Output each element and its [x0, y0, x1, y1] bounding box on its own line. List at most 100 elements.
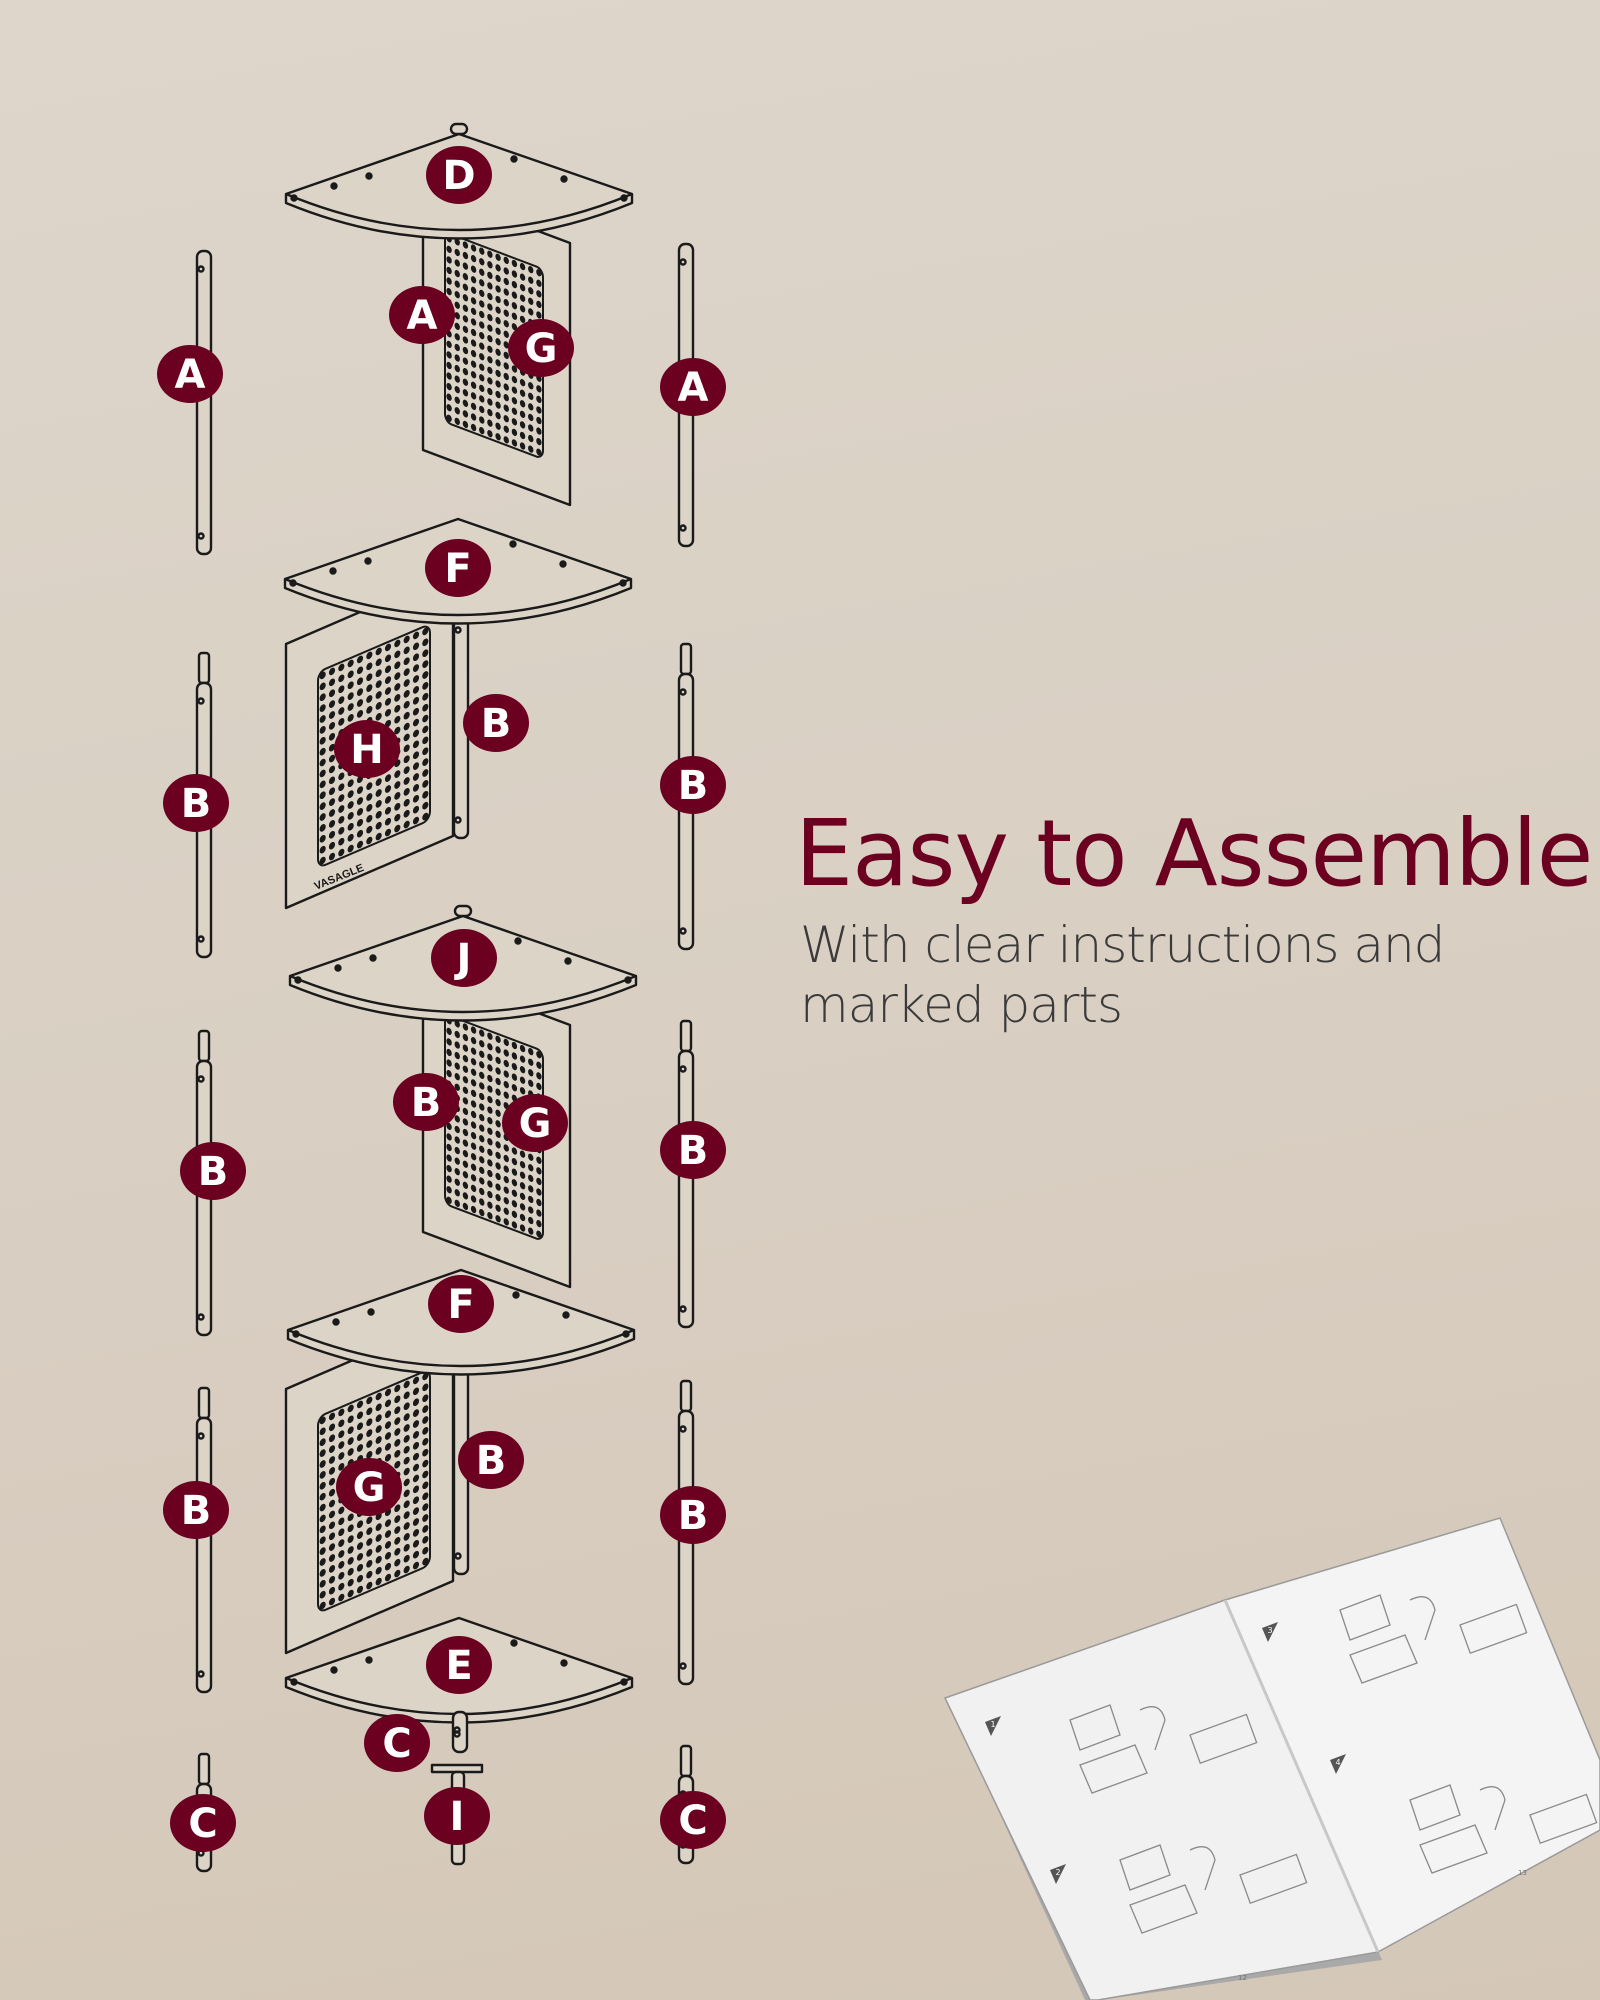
label-badge: [163, 774, 229, 832]
part-label-pole-b-left-2: B: [180, 1142, 246, 1200]
label-badge: [426, 146, 492, 204]
part-label-pole-a-mid: A: [389, 286, 455, 344]
step-number: 2: [1055, 1868, 1060, 1877]
label-letter: A: [407, 293, 438, 339]
label-letter: B: [476, 1438, 507, 1484]
label-letter: C: [382, 1721, 411, 1767]
step-marker: [1050, 1864, 1066, 1884]
label-letter: B: [678, 1128, 709, 1174]
booklet-spine: [1223, 1599, 1380, 1953]
label-letter: C: [678, 1798, 707, 1844]
label-badge: [431, 929, 497, 987]
label-badge: [463, 694, 529, 752]
booklet-step-4: 4: [1330, 1754, 1346, 1774]
step-number: 4: [1335, 1758, 1340, 1767]
label-letter: F: [447, 1282, 474, 1328]
part-label-pole-a-left: A: [157, 345, 223, 403]
pole-c-mid: [451, 1710, 469, 1754]
label-badge: [334, 720, 400, 778]
label-letter: B: [678, 763, 709, 809]
label-badge: [428, 1275, 494, 1333]
label-badge: [660, 756, 726, 814]
label-letter: H: [350, 727, 383, 773]
label-letter: G: [525, 326, 558, 372]
part-label-top-shelf: D: [426, 146, 492, 204]
part-label-pole-b-mid-3: B: [458, 1431, 524, 1489]
part-label-foot-i: I: [424, 1787, 490, 1845]
step-marker: [985, 1716, 1001, 1736]
perforation-grid: [318, 624, 430, 868]
label-badge: [389, 286, 455, 344]
label-badge: [424, 1787, 490, 1845]
label-letter: D: [442, 153, 475, 199]
label-letter: E: [445, 1643, 472, 1689]
label-letter: J: [454, 936, 472, 982]
perforation-grid: [318, 1369, 430, 1613]
label-badge: [660, 1121, 726, 1179]
part-label-pole-c-mid: C: [364, 1714, 430, 1772]
label-letter: I: [450, 1794, 465, 1840]
label-letter: G: [519, 1101, 552, 1147]
booklet-illustrations: [1069, 1594, 1598, 1934]
pole-right-3: [677, 1019, 695, 1329]
step-number: 1: [990, 1720, 995, 1729]
booklet-step-2: 2: [1050, 1864, 1066, 1884]
perforation-grid: [445, 232, 543, 459]
label-badge: [393, 1073, 459, 1131]
part-label-shelf-f-2: F: [428, 1275, 494, 1333]
headline: Easy to Assemble: [795, 800, 1593, 907]
part-label-shelf-f-1: F: [425, 539, 491, 597]
part-label-bottom-shelf: E: [426, 1636, 492, 1694]
part-label-pole-b-mid-2: B: [393, 1073, 459, 1131]
part-label-pole-a-right: A: [660, 358, 726, 416]
booklet-step-3: 3: [1262, 1622, 1278, 1642]
label-letter: G: [353, 1465, 386, 1511]
step-marker: [1330, 1754, 1346, 1774]
label-badge: [170, 1794, 236, 1852]
booklet-step-1: 1: [985, 1716, 1001, 1736]
part-label-panel-g-3: G: [336, 1458, 402, 1516]
label-badge: [180, 1142, 246, 1200]
label-badge: [660, 358, 726, 416]
part-label-pole-c-left: C: [170, 1794, 236, 1852]
step-number: 3: [1267, 1626, 1272, 1635]
label-badge: [336, 1458, 402, 1516]
label-badge: [660, 1486, 726, 1544]
label-badge: [163, 1481, 229, 1539]
subtitle: With clear instructions and marked parts: [800, 916, 1445, 1034]
booklet-left-page: [943, 1599, 1380, 2000]
part-label-pole-b-left-1: B: [163, 774, 229, 832]
label-letter: B: [678, 1493, 709, 1539]
page-number-right: 13: [1518, 1869, 1527, 1877]
label-letter: A: [175, 352, 206, 398]
exploded-parts: VASAGLE: [195, 122, 695, 1873]
label-badge: [508, 319, 574, 377]
pole-left-4: [195, 1386, 213, 1694]
label-badge: [502, 1094, 568, 1152]
pole-left-1: [195, 249, 213, 556]
step-marker: [1262, 1622, 1278, 1642]
label-badge: [364, 1714, 430, 1772]
part-label-shelf-j: J: [431, 929, 497, 987]
label-badge: [458, 1431, 524, 1489]
label-badge: [660, 1791, 726, 1849]
label-badge: [425, 539, 491, 597]
label-letter: B: [411, 1080, 442, 1126]
label-badge: [426, 1636, 492, 1694]
part-label-panel-h: H: [334, 720, 400, 778]
part-label-pole-b-right-3: B: [660, 1486, 726, 1544]
part-label-pole-b-right-2: B: [660, 1121, 726, 1179]
label-letter: B: [198, 1149, 229, 1195]
part-label-pole-b-mid-1: B: [463, 694, 529, 752]
label-letter: A: [678, 365, 709, 411]
part-label-pole-c-right: C: [660, 1791, 726, 1849]
label-letter: B: [481, 701, 512, 747]
part-label-panel-g-2: G: [502, 1094, 568, 1152]
part-label-pole-b-left-3: B: [163, 1481, 229, 1539]
part-label-panel-g-1: G: [508, 319, 574, 377]
label-letter: B: [181, 1488, 212, 1534]
label-letter: B: [181, 781, 212, 827]
